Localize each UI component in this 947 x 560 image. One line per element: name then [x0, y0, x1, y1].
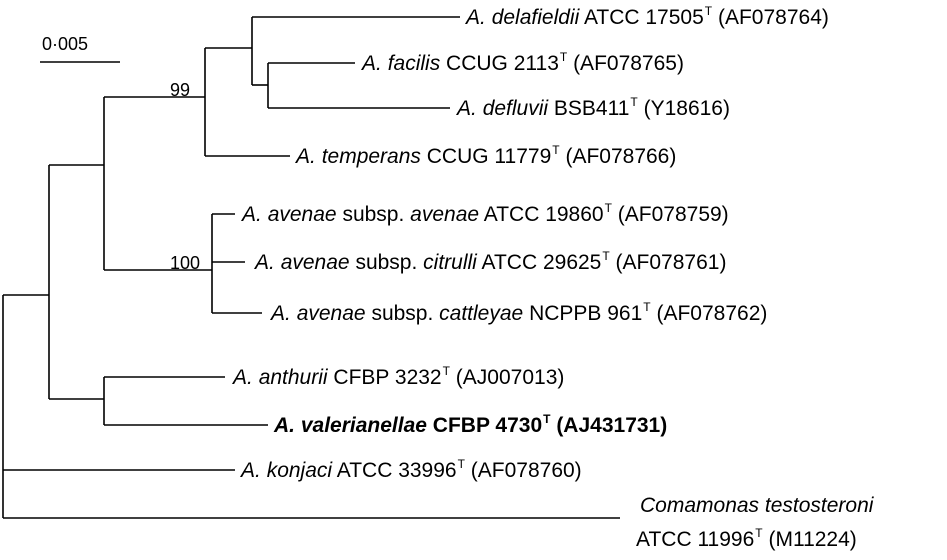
taxon-species: facilis: [387, 52, 441, 75]
accession-number: (AJ431731): [556, 414, 668, 437]
accession-number: (AF078766): [565, 145, 677, 168]
taxon-strain: CFBP 4730: [432, 414, 543, 437]
accession-number: (AF078764): [717, 6, 829, 29]
taxon-species: avenae: [296, 302, 366, 325]
taxon-subspecies: cattleyae: [439, 302, 524, 325]
type-strain-mark: T: [552, 143, 560, 157]
subspecies-marker: subsp.: [371, 302, 434, 325]
taxon-strain: ATCC 33996: [336, 459, 457, 482]
taxon-label: A. anthurii CFBP 3232T (AJ007013): [233, 364, 565, 392]
subspecies-marker: subsp.: [342, 203, 405, 226]
taxon-strain: ATCC 29625: [481, 251, 602, 274]
accession-number: (AF078762): [656, 302, 768, 325]
taxon-genus: A.: [271, 302, 291, 325]
scale-bar-label: 0·005: [42, 34, 89, 54]
type-strain-mark: T: [457, 457, 465, 471]
accession-number: (AF078761): [615, 251, 727, 274]
taxon-label-highlighted: A. valerianellae CFBP 4730T (AJ431731): [274, 412, 668, 440]
accession-number: (AJ007013): [455, 366, 565, 389]
taxon-label: ATCC 11996T (M11224): [636, 526, 857, 554]
taxon-genus: A.: [296, 145, 316, 168]
taxon-strain: CCUG 2113: [446, 52, 559, 75]
taxon-subspecies: citrulli: [423, 251, 477, 274]
type-strain-mark: T: [643, 300, 651, 314]
taxon-species: avenae: [280, 251, 350, 274]
taxon-species: valerianellae: [300, 414, 427, 437]
taxon-species: avenae: [267, 203, 337, 226]
accession-number: (AF078759): [617, 203, 729, 226]
taxon-subspecies: avenae: [410, 203, 480, 226]
taxon-label: A. avenae subsp. avenae ATCC 19860T (AF0…: [242, 201, 729, 229]
subspecies-marker: subsp.: [355, 251, 418, 274]
taxon-strain: ATCC 17505: [583, 6, 704, 29]
bootstrap-value: 99: [170, 80, 191, 100]
taxon-strain: BSB411: [553, 97, 630, 120]
taxon-label: A. konjaci ATCC 33996T (AF078760): [241, 457, 582, 485]
taxon-label: A. avenae subsp. citrulli ATCC 29625T (A…: [255, 249, 727, 277]
taxon-genus: A.: [233, 366, 253, 389]
type-strain-mark: T: [602, 249, 610, 263]
taxon-label: A. avenae subsp. cattleyae NCPPB 961T (A…: [271, 300, 768, 328]
taxon-strain: ATCC 11996: [636, 528, 755, 551]
type-strain-mark: T: [559, 50, 568, 64]
taxon-strain: CCUG 11779: [426, 145, 552, 168]
taxon-genus: A.: [242, 203, 262, 226]
type-strain-mark: T: [704, 4, 713, 18]
taxon-label: A. defluvii BSB411T (Y18616): [457, 95, 730, 123]
taxon-species: defluvii: [482, 97, 549, 120]
taxon-genus: A.: [255, 251, 275, 274]
taxon-strain: NCPPB 961: [529, 302, 643, 325]
accession-number: (AF078760): [470, 459, 582, 482]
taxon-genus: A.: [274, 414, 295, 437]
taxon-genus: A.: [241, 459, 261, 482]
type-strain-mark: T: [604, 201, 612, 215]
taxon-genus: A.: [466, 6, 486, 29]
type-strain-mark: T: [442, 364, 450, 378]
taxon-name: Comamonas testosteroni: [640, 494, 874, 517]
taxon-genus: A.: [457, 97, 477, 120]
type-strain-mark: T: [630, 95, 638, 109]
type-strain-mark: T: [755, 526, 763, 540]
taxon-species: temperans: [321, 145, 421, 168]
taxon-label: A. facilis CCUG 2113T (AF078765): [362, 50, 684, 78]
taxon-genus: A.: [362, 52, 382, 75]
taxon-strain: CFBP 3232: [333, 366, 442, 389]
taxon-label: A. delafieldii ATCC 17505T (AF078764): [466, 4, 829, 32]
taxon-species: konjaci: [266, 459, 333, 482]
accession-number: (AF078765): [573, 52, 684, 75]
bootstrap-value: 100: [170, 253, 201, 273]
accession-number: (M11224): [768, 528, 857, 551]
taxon-species: delafieldii: [491, 6, 580, 29]
taxon-species: anthurii: [258, 366, 328, 389]
type-strain-mark: T: [543, 412, 551, 426]
taxon-label: Comamonas testosteroni: [640, 494, 873, 518]
accession-number: (Y18616): [643, 97, 730, 120]
taxon-strain: ATCC 19860: [483, 203, 604, 226]
taxon-label: A. temperans CCUG 11779T (AF078766): [296, 143, 677, 171]
